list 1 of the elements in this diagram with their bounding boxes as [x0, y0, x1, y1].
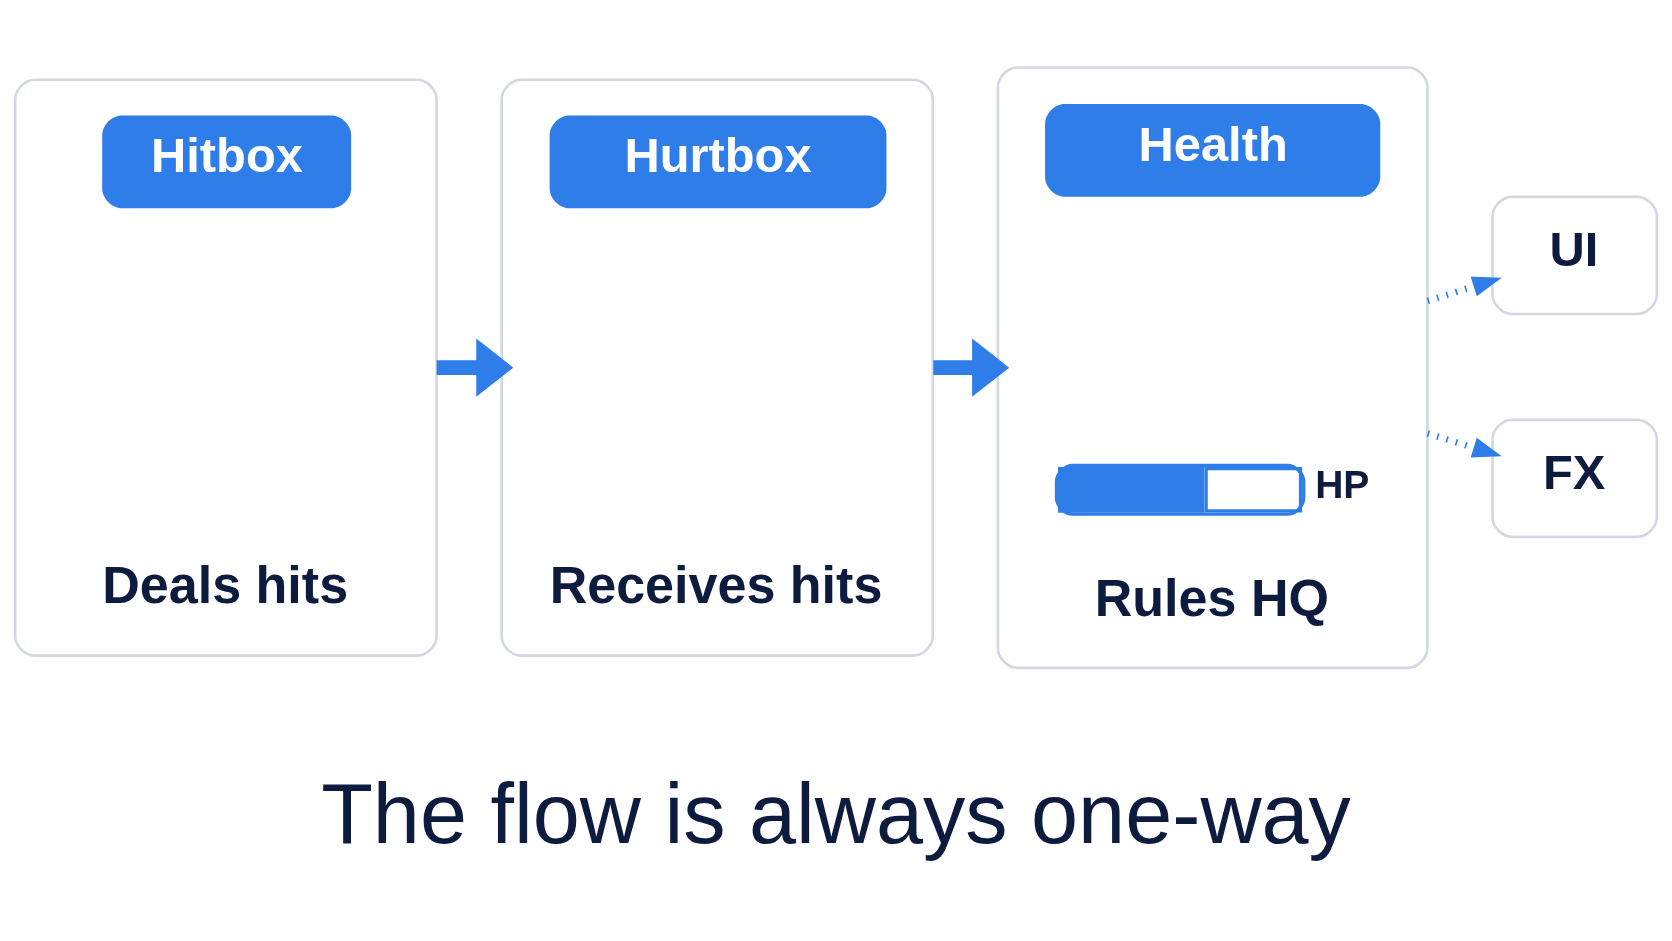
diagram-title: The flow is always one-way: [321, 765, 1351, 861]
